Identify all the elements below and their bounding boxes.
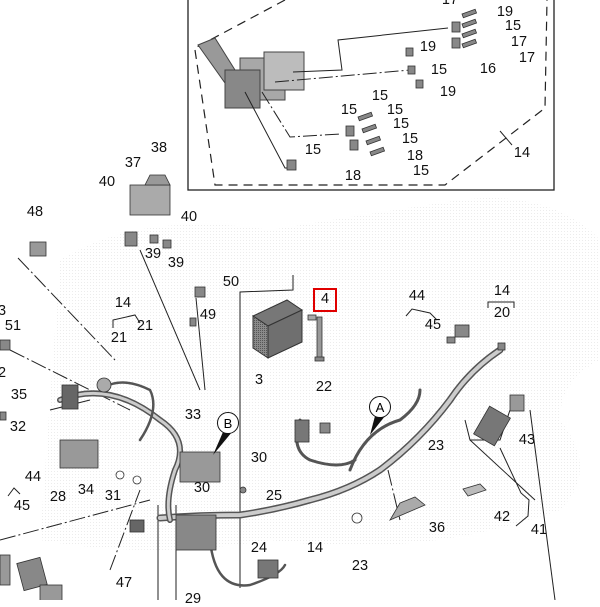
group-brackets bbox=[7, 301, 530, 527]
part-label-23[interactable]: 23 bbox=[427, 437, 445, 454]
part-label-32[interactable]: 32 bbox=[9, 418, 27, 435]
part-label-17[interactable]: 17 bbox=[510, 33, 528, 50]
part-label-48[interactable]: 48 bbox=[26, 203, 44, 220]
part-label-40[interactable]: 40 bbox=[180, 208, 198, 225]
part-label-21[interactable]: 21 bbox=[136, 317, 154, 334]
part-label-20[interactable]: 20 bbox=[493, 304, 511, 321]
part-label-14[interactable]: 14 bbox=[513, 144, 531, 161]
part-label-30[interactable]: 30 bbox=[250, 449, 268, 466]
main-harness bbox=[57, 346, 504, 587]
part-label-29[interactable]: 29 bbox=[184, 590, 202, 607]
part-label-45[interactable]: 45 bbox=[13, 497, 31, 514]
battery bbox=[251, 299, 304, 359]
part-label-39[interactable]: 39 bbox=[167, 254, 185, 271]
battery-band bbox=[307, 314, 325, 362]
part-label-15[interactable]: 15 bbox=[430, 61, 448, 78]
part-label-4[interactable]: 4 bbox=[320, 290, 330, 307]
part-label-41[interactable]: 41 bbox=[530, 521, 548, 538]
part-label-50[interactable]: 50 bbox=[222, 273, 240, 290]
callout-b-pointer bbox=[213, 432, 232, 455]
part-label-24[interactable]: 24 bbox=[250, 539, 268, 556]
part-label-15[interactable]: 15 bbox=[371, 87, 389, 104]
part-label-15[interactable]: 15 bbox=[386, 101, 404, 118]
part-label-47[interactable]: 47 bbox=[115, 574, 133, 591]
part-label-14[interactable]: 14 bbox=[493, 282, 511, 299]
part-label-40[interactable]: 40 bbox=[98, 173, 116, 190]
callout-b[interactable]: B bbox=[217, 412, 239, 434]
part-label-15[interactable]: 15 bbox=[504, 17, 522, 34]
part-label-14[interactable]: 14 bbox=[114, 294, 132, 311]
part-label-19[interactable]: 19 bbox=[419, 38, 437, 55]
part-label-42[interactable]: 42 bbox=[493, 508, 511, 525]
part-label-21[interactable]: 21 bbox=[110, 329, 128, 346]
part-label-15[interactable]: 15 bbox=[412, 162, 430, 179]
part-label-18[interactable]: 18 bbox=[406, 147, 424, 164]
part-label-3[interactable]: 3 bbox=[254, 371, 264, 388]
part-label-19[interactable]: 19 bbox=[439, 83, 457, 100]
part-label-35[interactable]: 35 bbox=[10, 386, 28, 403]
part-label-44[interactable]: 44 bbox=[408, 287, 426, 304]
part-label-15[interactable]: 15 bbox=[340, 101, 358, 118]
part-label-18[interactable]: 18 bbox=[344, 167, 362, 184]
part-label-2[interactable]: 2 bbox=[0, 364, 7, 381]
part-label-51[interactable]: 51 bbox=[4, 317, 22, 334]
inset-frame bbox=[187, 0, 555, 191]
callout-a[interactable]: A bbox=[369, 396, 391, 418]
part-label-43[interactable]: 43 bbox=[518, 431, 536, 448]
part-label-38[interactable]: 38 bbox=[150, 139, 168, 156]
part-label-30[interactable]: 30 bbox=[193, 479, 211, 496]
highlight-box bbox=[313, 288, 337, 312]
part-label-19[interactable]: 19 bbox=[496, 3, 514, 20]
part-label-15[interactable]: 15 bbox=[304, 141, 322, 158]
part-label-31[interactable]: 31 bbox=[104, 487, 122, 504]
part-label-44[interactable]: 44 bbox=[24, 468, 42, 485]
part-label-17[interactable]: 17 bbox=[442, 0, 458, 7]
part-label-3[interactable]: 3 bbox=[0, 302, 7, 319]
components bbox=[0, 174, 525, 606]
part-label-39[interactable]: 39 bbox=[144, 245, 162, 262]
part-label-28[interactable]: 28 bbox=[49, 488, 67, 505]
part-label-49[interactable]: 49 bbox=[199, 306, 217, 323]
leader-lines bbox=[0, 249, 556, 601]
part-label-37[interactable]: 37 bbox=[124, 154, 142, 171]
part-label-23[interactable]: 23 bbox=[351, 557, 369, 574]
part-label-25[interactable]: 25 bbox=[265, 487, 283, 504]
part-label-14[interactable]: 14 bbox=[306, 539, 324, 556]
part-label-16[interactable]: 16 bbox=[479, 60, 497, 77]
part-label-15[interactable]: 15 bbox=[392, 115, 410, 132]
part-label-36[interactable]: 36 bbox=[428, 519, 446, 536]
part-label-15[interactable]: 15 bbox=[401, 130, 419, 147]
part-label-34[interactable]: 34 bbox=[77, 481, 95, 498]
part-label-17[interactable]: 17 bbox=[518, 49, 536, 66]
part-label-33[interactable]: 33 bbox=[184, 406, 202, 423]
part-label-22[interactable]: 22 bbox=[315, 378, 333, 395]
callout-a-pointer bbox=[370, 416, 385, 435]
part-label-45[interactable]: 45 bbox=[424, 316, 442, 333]
